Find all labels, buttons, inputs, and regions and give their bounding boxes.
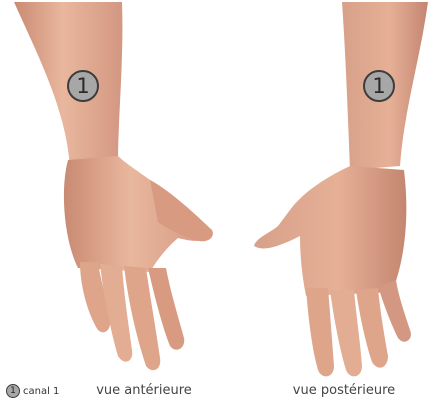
finger-posterior-2 <box>330 290 362 376</box>
hand-back-posterior <box>254 166 406 296</box>
marker-anterior: 1 <box>67 70 99 102</box>
caption-anterior: vue antérieure <box>84 383 204 398</box>
legend-marker: 1 <box>6 384 20 398</box>
finger-posterior-1 <box>306 288 334 376</box>
marker-posterior: 1 <box>363 70 395 102</box>
legend-label: canal 1 <box>23 386 59 397</box>
hands-illustration <box>0 0 440 380</box>
hand-posterior <box>254 2 428 376</box>
caption-posterior: vue postérieure <box>278 383 410 398</box>
legend: 1 canal 1 <box>6 384 59 398</box>
hand-anterior <box>14 2 213 370</box>
